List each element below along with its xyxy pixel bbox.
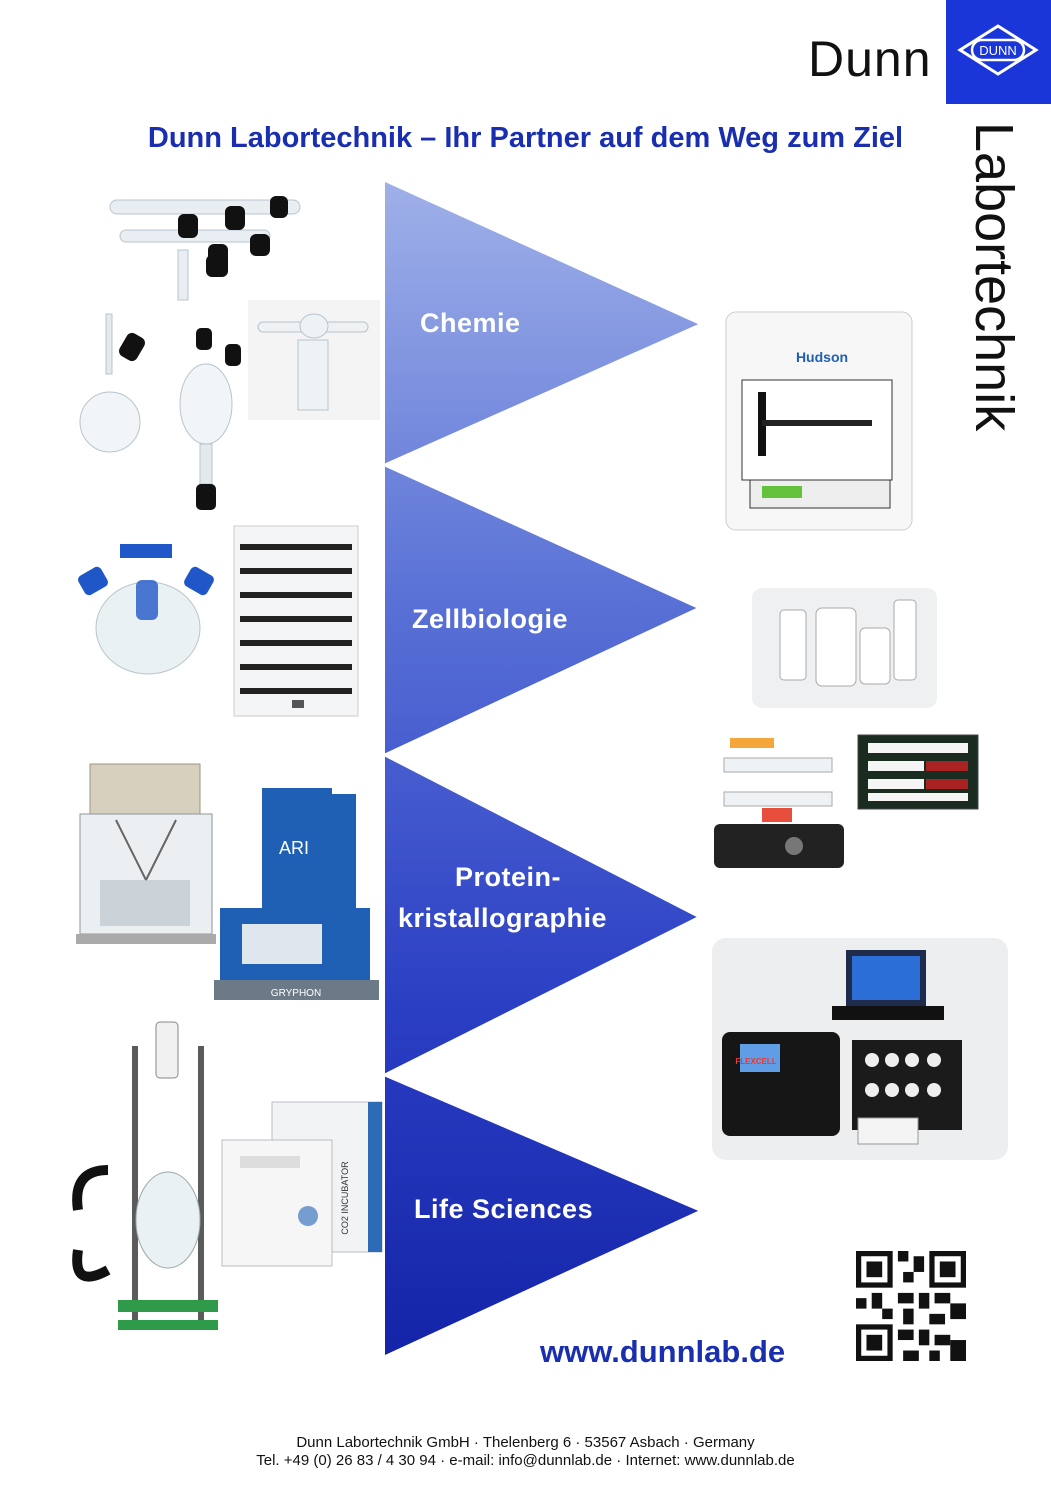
category-biologie: biologie	[540, 792, 648, 822]
category-chemie: Chemie	[420, 308, 521, 338]
brand-logo-box: DUNN	[946, 0, 1051, 104]
spinner-flask-image	[78, 544, 214, 675]
reagent-bottles-photo	[752, 588, 937, 708]
flexcell-label: FLEXCELL	[735, 1057, 776, 1066]
category-biomechanik: Biomechanik	[463, 1050, 637, 1080]
stopcock-photo	[248, 300, 380, 420]
tube-rack-image	[233, 525, 359, 717]
round-flask-image	[79, 313, 145, 453]
category-molekular: Molekular-	[520, 736, 661, 766]
website-link[interactable]: www.dunnlab.de	[540, 1334, 786, 1369]
footer-contact: Tel. +49 (0) 26 83 / 4 30 94 · e-mail: i…	[256, 1452, 795, 1469]
logo-text: DUNN	[979, 43, 1017, 58]
incubator-label: CO2 INCUBATOR	[340, 1161, 350, 1235]
page-headline: Dunn Labortechnik – Ihr Partner auf dem …	[147, 122, 904, 154]
footer-address: Dunn Labortechnik GmbH · Thelenberg 6 · …	[296, 1434, 755, 1451]
glass-reactor-image	[72, 1021, 218, 1330]
qr-code-icon[interactable]	[856, 1250, 966, 1362]
gryphon-label: GRYPHON	[271, 988, 321, 999]
category-protein: Protein-	[455, 862, 562, 892]
vertical-brand-text-wrap: Labortechnik	[952, 120, 1032, 440]
flexcell-system-photo: FLEXCELL	[712, 938, 1008, 1160]
co2-incubator-image: CO2 INCUBATOR	[221, 1101, 383, 1267]
category-kristallographie: kristallographie	[398, 903, 608, 933]
zigzag-lines	[384, 323, 701, 1212]
category-arrow-band	[384, 182, 710, 1355]
plate-shaker-image	[714, 738, 844, 868]
hudson-instrument-image: Hudson	[725, 311, 913, 531]
category-mikrobiologie: Mikrobiologie	[472, 455, 654, 485]
glass-manifold-image	[109, 196, 301, 301]
dunn-logo-icon: DUNN	[957, 24, 1039, 76]
category-life-sciences: Life Sciences	[414, 1194, 594, 1224]
dropping-funnel-image	[179, 328, 241, 510]
liquid-handler-image	[76, 763, 216, 944]
vertical-brand-text: Labortechnik	[964, 122, 1024, 432]
category-zellbiologie: Zellbiologie	[412, 604, 569, 634]
gryphon-crystallization-robot-image: GRYPHON ARI	[214, 788, 379, 1000]
hudson-label: Hudson	[796, 349, 848, 365]
brand-wordmark: Dunn	[808, 31, 932, 87]
microplate-image	[857, 734, 979, 810]
ari-label: ARI	[279, 838, 309, 858]
